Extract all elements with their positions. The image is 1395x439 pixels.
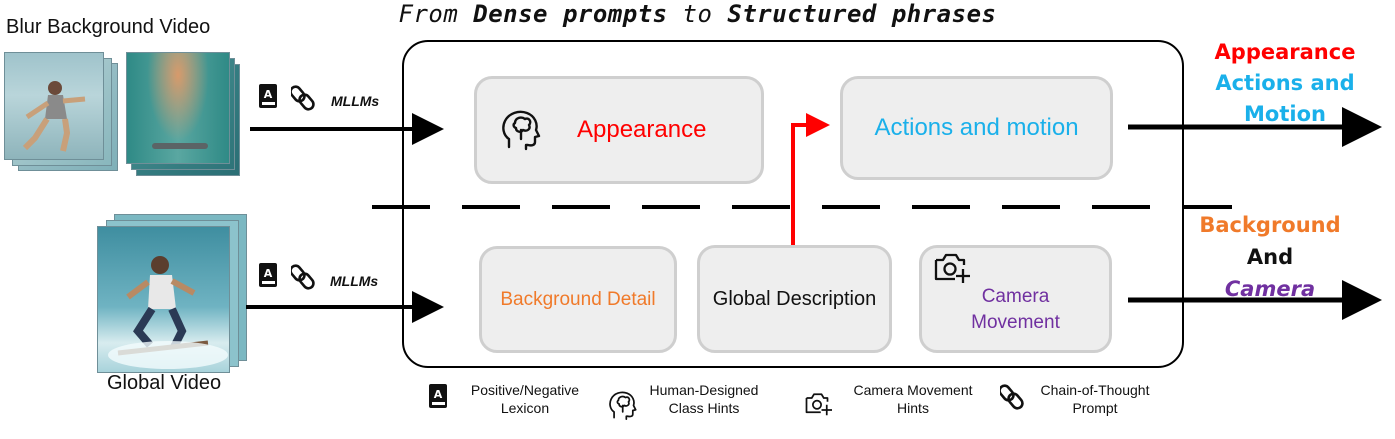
output-background: Background (1199, 213, 1341, 237)
output-actions-and: Actions and (1215, 71, 1355, 95)
mllms-label-top: MLLMs (331, 93, 380, 109)
red-connector-arrow (791, 113, 830, 246)
head-icon (609, 391, 637, 420)
camera-plus-icon (934, 253, 972, 285)
appearance-module-label: Appearance (577, 116, 707, 143)
camera-movement-line1: Camera (981, 286, 1050, 307)
blur-video-frame-person (4, 52, 104, 160)
appearance-module: Appearance (474, 76, 764, 184)
background-detail-module: Background Detail (479, 246, 677, 353)
output-appearance: Appearance (1214, 40, 1356, 64)
camera-plus-icon (805, 393, 833, 417)
camera-movement-module: Camera Movement (919, 245, 1112, 353)
actions-motion-label: Actions and motion (874, 114, 1079, 141)
book-icon (429, 384, 447, 408)
chain-icon (1000, 383, 1024, 411)
output-top-labels: Appearance Actions and Motion (1195, 37, 1375, 130)
global-video-frame (97, 226, 230, 373)
camera-movement-line2: Movement (971, 312, 1060, 333)
global-description-label: Global Description (712, 287, 877, 310)
title-dense: Dense prompts (473, 0, 668, 28)
background-detail-label: Background Detail (500, 288, 656, 310)
blur-video-frame-background (126, 52, 230, 164)
output-bottom-labels: Background And Camera (1180, 209, 1360, 305)
output-and: And (1246, 245, 1294, 269)
mllms-label-bottom: MLLMs (330, 273, 379, 289)
output-camera: Camera (1224, 277, 1316, 301)
diagram-title: From Dense prompts to Structured phrases (398, 0, 997, 28)
process-box (402, 40, 1184, 368)
title-structured: Structured phrases (727, 0, 997, 28)
output-motion: Motion (1244, 102, 1326, 126)
actions-motion-module: Actions and motion (840, 76, 1113, 180)
global-description-module: Global Description (697, 245, 892, 353)
global-video-label: Global Video (107, 372, 222, 394)
blur-video-label: Blur Background Video (6, 16, 211, 38)
head-icon (502, 110, 541, 151)
